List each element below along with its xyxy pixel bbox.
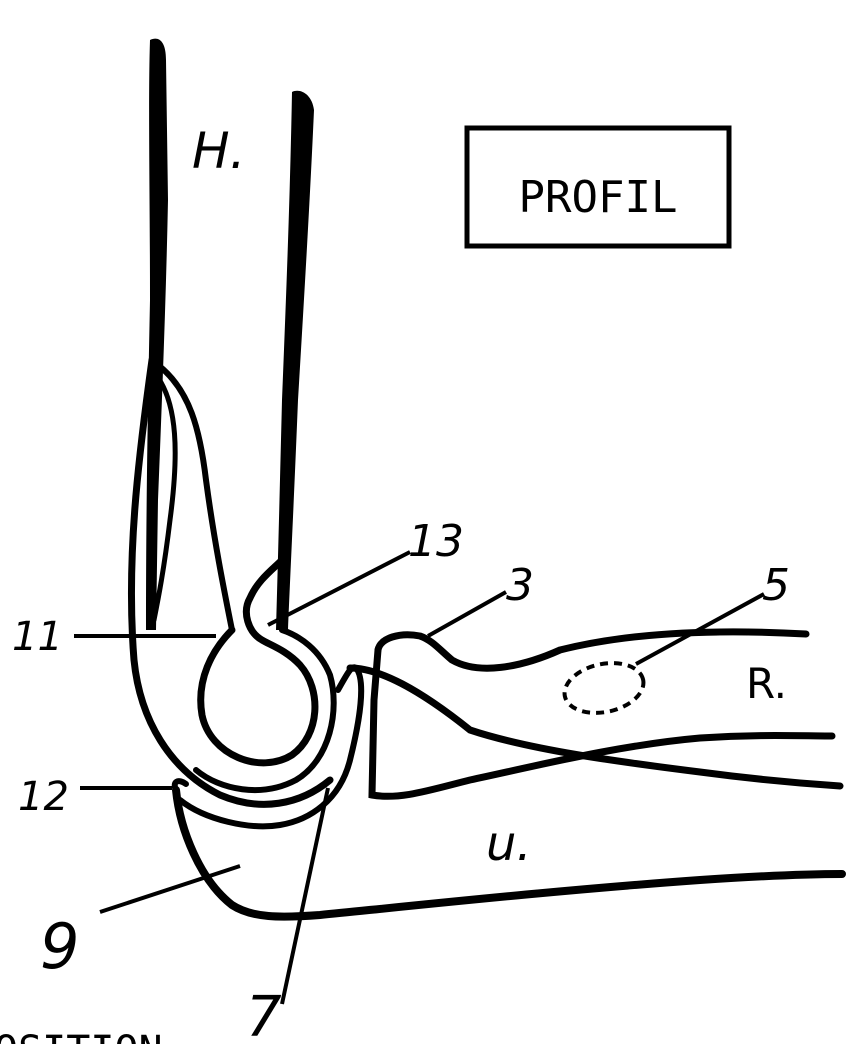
callout-5: 5 xyxy=(762,560,790,611)
radius-head xyxy=(378,632,806,668)
leader-3 xyxy=(428,592,506,636)
humerus-label: H. xyxy=(192,122,246,180)
ulna-label: u. xyxy=(486,816,532,872)
radius-label: R. xyxy=(746,659,787,708)
radial-tuberosity-dashed xyxy=(560,656,648,720)
profil-label: PROFIL xyxy=(519,172,678,223)
callout-9: 9 xyxy=(40,910,79,983)
callout-7: 7 xyxy=(246,985,282,1044)
humerus-posterior-cortex xyxy=(146,39,168,630)
olecranon-tip xyxy=(175,781,186,790)
callout-12: 12 xyxy=(18,774,69,820)
callout-3: 3 xyxy=(506,560,534,611)
callout-13: 13 xyxy=(408,516,464,567)
humeral-condyle xyxy=(201,560,315,763)
callout-11: 11 xyxy=(12,614,63,660)
humerus-anterior-cortex xyxy=(276,91,314,630)
bottom-position-text: OSITION xyxy=(0,1028,163,1044)
